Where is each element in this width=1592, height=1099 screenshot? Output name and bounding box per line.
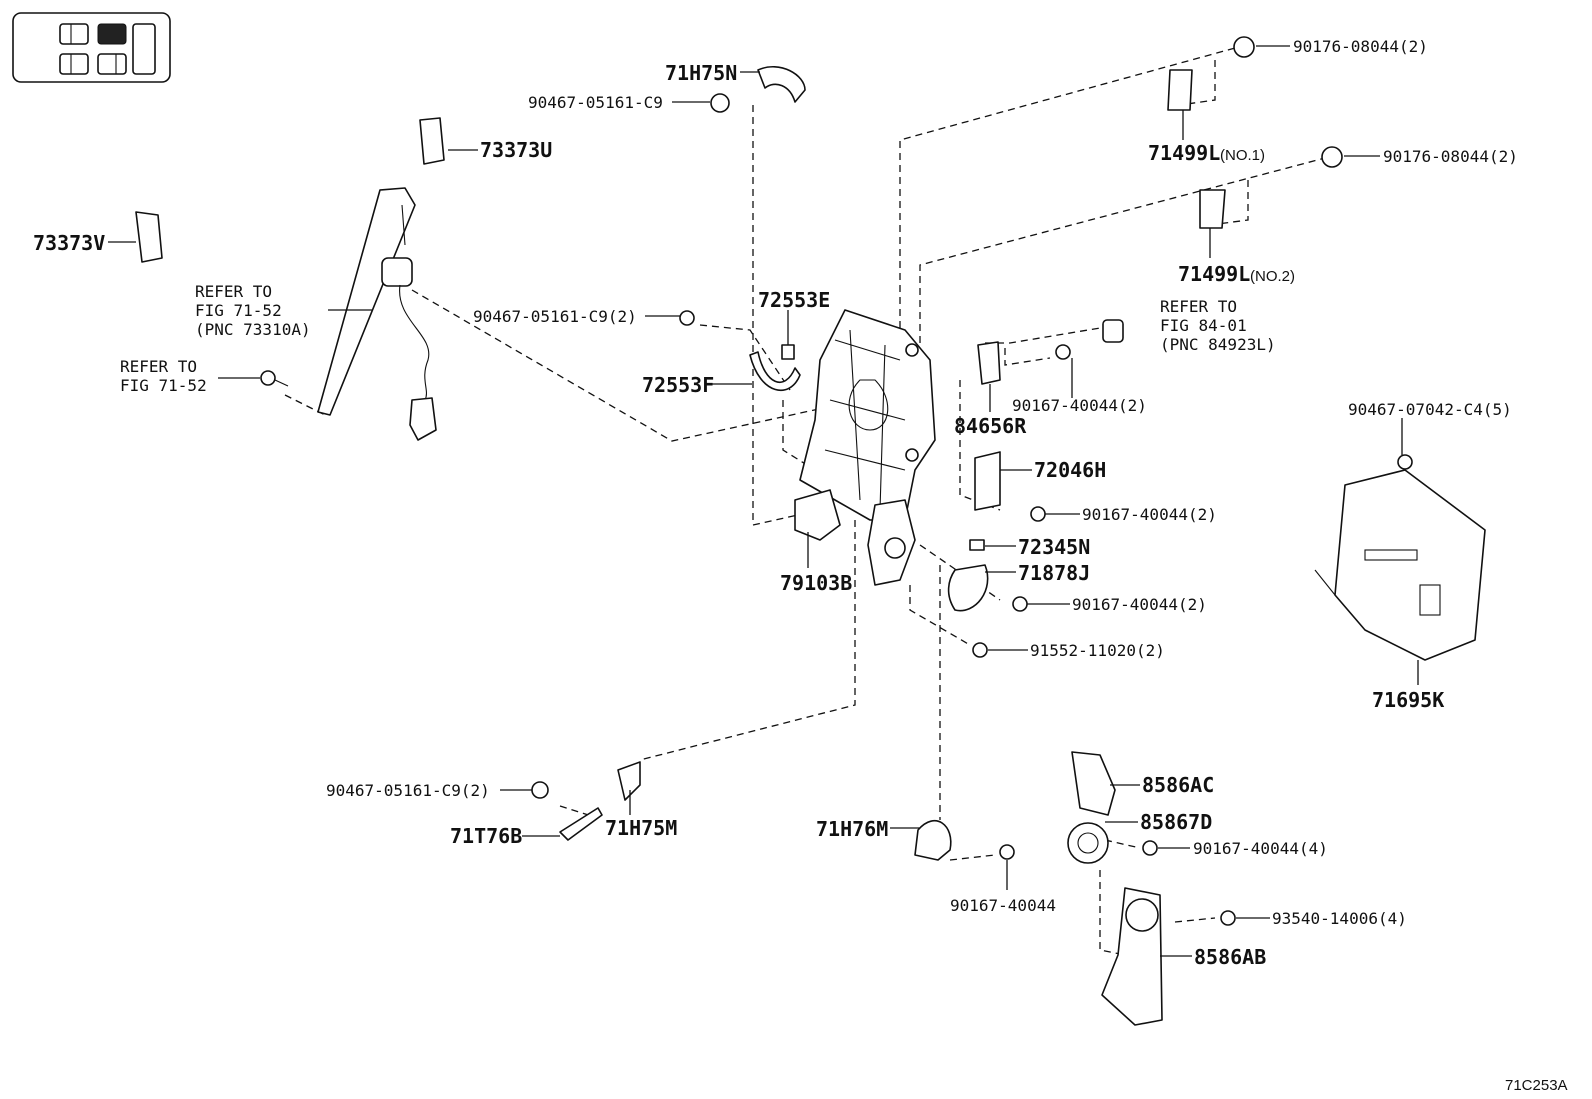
refer-note-switch-line3: (PNC 84923L)	[1160, 335, 1276, 354]
label-73373U[interactable]: 73373U	[480, 138, 552, 162]
label-71695K[interactable]: 71695K	[1372, 688, 1444, 712]
seat-position-icon	[12, 12, 171, 83]
label-90167-40044-2-a[interactable]: 90167-40044(2)	[1012, 396, 1147, 415]
label-90167-40044-2-c[interactable]: 90167-40044(2)	[1072, 595, 1207, 614]
small-parts	[135, 36, 1486, 1026]
label-72553E[interactable]: 72553E	[758, 288, 830, 312]
label-72553F[interactable]: 72553F	[642, 373, 714, 397]
label-71H75N[interactable]: 71H75N	[665, 61, 737, 85]
label-71878J[interactable]: 71878J	[1018, 561, 1090, 585]
label-71499L-no2-note: (NO.2)	[1250, 268, 1295, 285]
seat-frame	[794, 309, 936, 586]
label-71499L-no1[interactable]: 71499L	[1148, 141, 1220, 165]
label-72345N[interactable]: 72345N	[1018, 535, 1090, 559]
label-90467-05161-C9-2-mid[interactable]: 90467-05161-C9(2)	[473, 307, 637, 326]
label-8586AB[interactable]: 8586AB	[1194, 945, 1266, 969]
refer-note-switch-line1: REFER TO	[1160, 297, 1237, 316]
diagram-ref-code: 71C253A	[1505, 1077, 1568, 1094]
label-90467-05161-C9-2-low[interactable]: 90467-05161-C9(2)	[326, 781, 490, 800]
refer-note-switch-line2: FIG 84-01	[1160, 316, 1247, 335]
label-71499L-no1-note: (NO.1)	[1220, 147, 1265, 164]
label-71499L-no2[interactable]: 71499L	[1178, 262, 1250, 286]
label-90167-40044-4[interactable]: 90167-40044(4)	[1193, 839, 1328, 858]
refer-note-anchor-line1: REFER TO	[120, 357, 197, 376]
assembly-lines	[284, 47, 1326, 956]
label-93540-14006[interactable]: 93540-14006(4)	[1272, 909, 1407, 928]
label-85867D[interactable]: 85867D	[1140, 810, 1212, 834]
label-8586AC[interactable]: 8586AC	[1142, 773, 1214, 797]
label-90167-40044-2-b[interactable]: 90167-40044(2)	[1082, 505, 1217, 524]
refer-note-belt-line1: REFER TO	[195, 282, 272, 301]
label-84656R[interactable]: 84656R	[954, 414, 1027, 438]
label-71H76M[interactable]: 71H76M	[816, 817, 888, 841]
label-79103B[interactable]: 79103B	[780, 571, 852, 595]
label-91552-11020[interactable]: 91552-11020(2)	[1030, 641, 1165, 660]
refer-note-belt-line3: (PNC 73310A)	[195, 320, 311, 339]
leader-lines	[108, 45, 1419, 957]
part-labels: 71H75N 90467-05161-C9 73373U 73373V REFE…	[33, 37, 1568, 1094]
label-72046H[interactable]: 72046H	[1034, 458, 1106, 482]
label-71H75M[interactable]: 71H75M	[605, 816, 677, 840]
label-90467-05161-C9-top[interactable]: 90467-05161-C9	[528, 93, 663, 112]
label-71T76B[interactable]: 71T76B	[450, 824, 522, 848]
label-90176-08044-b[interactable]: 90176-08044(2)	[1383, 147, 1518, 166]
label-90176-08044-a[interactable]: 90176-08044(2)	[1293, 37, 1428, 56]
label-90167-40044[interactable]: 90167-40044	[950, 896, 1056, 915]
seat-belt-part	[317, 187, 437, 441]
refer-note-anchor-line2: FIG 71-52	[120, 376, 207, 395]
label-73373V[interactable]: 73373V	[33, 231, 105, 255]
refer-note-belt-line2: FIG 71-52	[195, 301, 282, 320]
label-90467-07042-C4[interactable]: 90467-07042-C4(5)	[1348, 400, 1512, 419]
